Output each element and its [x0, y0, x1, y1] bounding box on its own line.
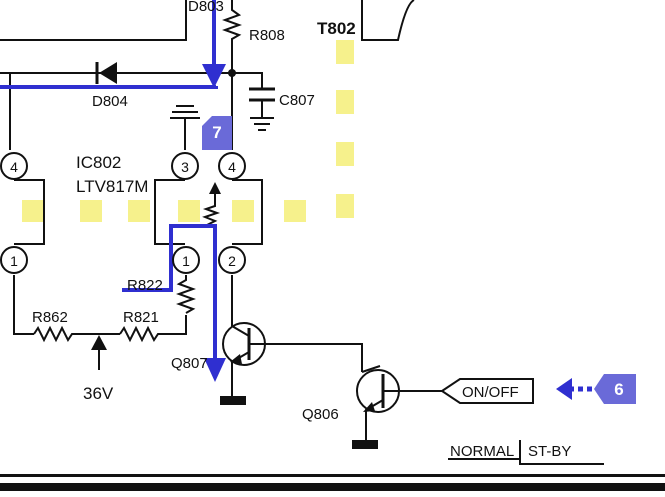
ic-pin-4: 4 — [218, 152, 246, 180]
isolation-boundary — [22, 40, 354, 222]
label-36v: 36V — [83, 384, 114, 403]
label-ic802: IC802 — [76, 153, 121, 172]
pin-left-top: 4 — [0, 152, 28, 180]
ic-pin-1: 1 — [172, 246, 200, 274]
label-q807: Q807 — [171, 355, 208, 372]
marker-6-label: 6 — [614, 380, 623, 399]
pin-left-top-label: 4 — [10, 159, 18, 175]
mode-indicator — [448, 440, 604, 465]
top-wiring — [0, 0, 415, 150]
diode-d804 — [95, 62, 117, 84]
marker-7: 7 — [202, 116, 232, 150]
label-r822: R822 — [127, 277, 163, 294]
label-q806: Q806 — [302, 406, 339, 423]
label-d804: D804 — [92, 93, 128, 110]
label-c807: C807 — [279, 92, 315, 109]
pin-left-bottom: 1 — [0, 246, 28, 274]
label-stby: ST-BY — [528, 443, 571, 460]
capacitor-c807 — [249, 87, 275, 131]
pin3-ground — [170, 105, 200, 150]
label-ltv817m: LTV817M — [76, 177, 148, 196]
label-d803: D803 — [188, 0, 224, 15]
ic-pin-2-label: 2 — [228, 253, 236, 269]
transistor-q806 — [352, 365, 442, 449]
junction-dot — [228, 69, 236, 77]
label-t802: T802 — [317, 19, 356, 38]
label-onoff: ON/OFF — [462, 384, 519, 401]
ic-pin-2: 2 — [218, 246, 246, 274]
bottom-border — [0, 474, 665, 491]
label-normal: NORMAL — [450, 443, 514, 460]
ic-pin-1-label: 1 — [182, 253, 190, 269]
ic-pin-4-label: 4 — [228, 159, 236, 175]
ic-pin-3-label: 3 — [181, 159, 189, 175]
transistor-q807 — [220, 275, 363, 405]
marker-7-label: 7 — [212, 123, 221, 142]
signal-flow-paths — [0, 0, 610, 400]
left-circuit — [9, 73, 196, 370]
label-r821: R821 — [123, 309, 159, 326]
label-r862: R862 — [32, 309, 68, 326]
label-r808: R808 — [249, 27, 285, 44]
ic-pin-3: 3 — [171, 152, 199, 180]
pin-left-bottom-label: 1 — [10, 253, 18, 269]
onoff-connector — [440, 378, 534, 404]
marker-6: 6 — [594, 374, 636, 404]
